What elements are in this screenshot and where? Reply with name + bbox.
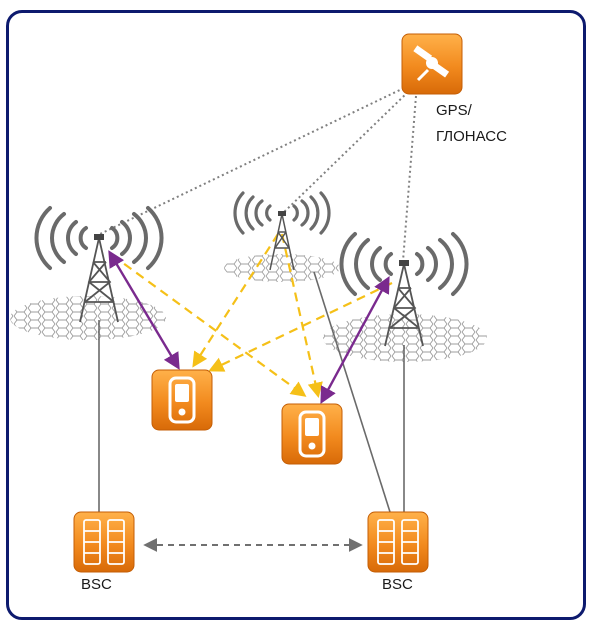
gps-label: GPS/ ГЛОНАСС: [436, 98, 507, 150]
serving-links: [108, 250, 390, 404]
radio-waves-icon: [233, 191, 331, 235]
mobile-left: [151, 369, 213, 431]
bsc-left: [73, 511, 135, 573]
bsc-right-label: BSC: [382, 576, 413, 593]
tower-center: [233, 191, 331, 271]
gps-label-line2: ГЛОНАСС: [436, 128, 507, 145]
gps-satellite-icon: [401, 33, 463, 95]
radio-waves-icon: [339, 232, 469, 296]
tower-left: [34, 206, 164, 323]
tower-right: [339, 232, 469, 347]
bsc-left-label: BSC: [81, 576, 112, 593]
gps-label-line1: GPS/: [436, 102, 472, 119]
radio-waves-icon: [34, 206, 164, 270]
coverage-area-center: [224, 254, 340, 282]
mobile-right: [281, 403, 343, 465]
bsc-right: [367, 511, 429, 573]
